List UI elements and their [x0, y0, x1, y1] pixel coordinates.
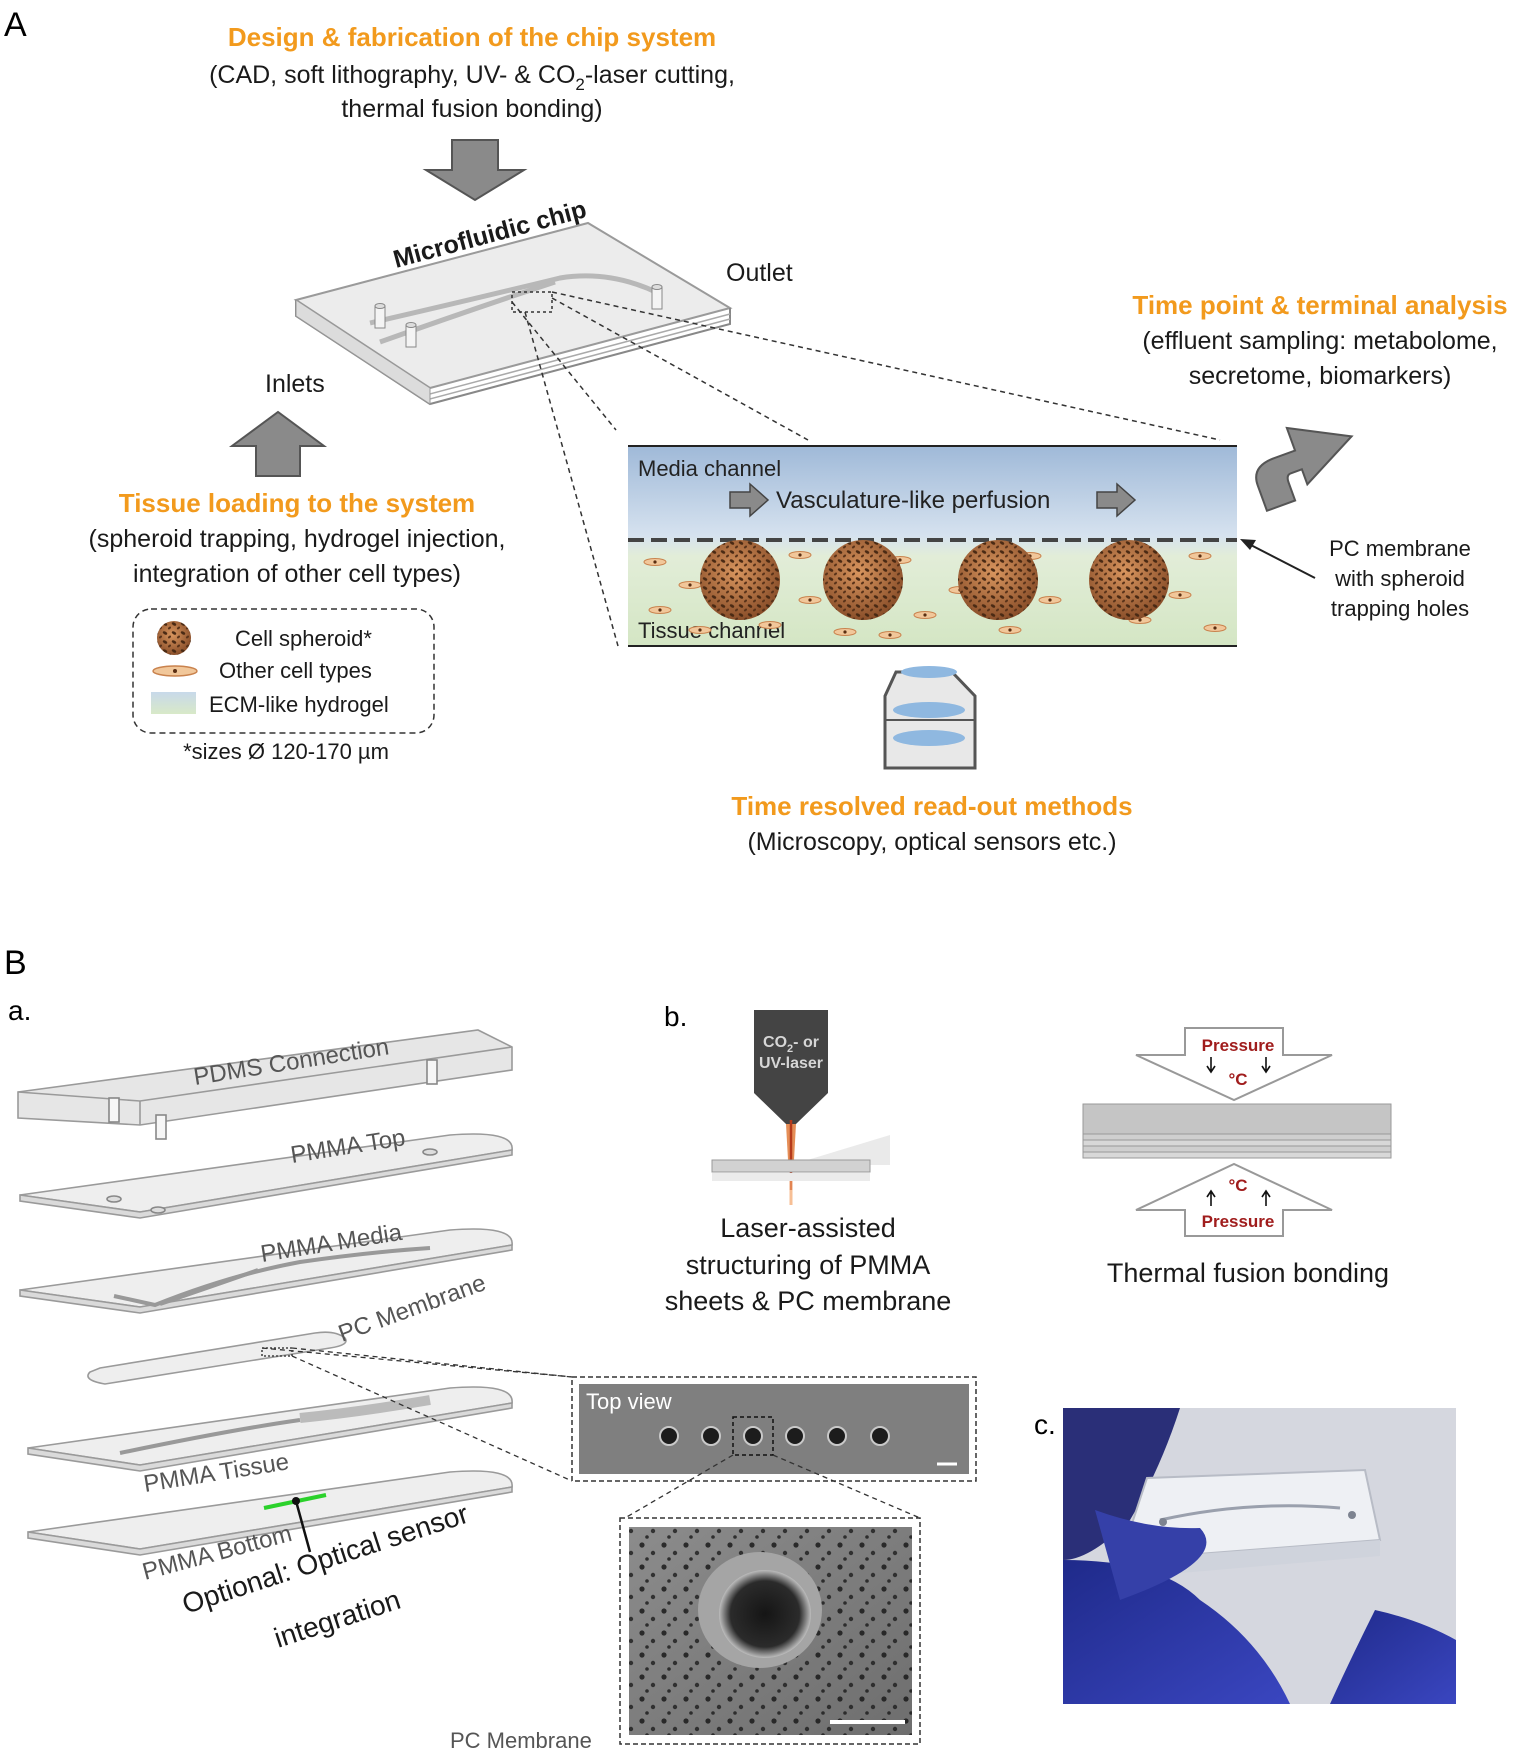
spheroid-legend-texture	[157, 621, 191, 655]
optional-note-2: integration	[270, 1584, 404, 1654]
design-line2: thermal fusion bonding)	[341, 95, 602, 123]
exploded-layers	[17, 1029, 513, 1556]
top-view-label: Top view	[586, 1389, 672, 1414]
outlet-label: Outlet	[726, 259, 793, 287]
zoom-lines	[511, 291, 1221, 647]
legend-item-cells: Other cell types	[219, 658, 372, 683]
bonding-illustration	[1082, 1027, 1392, 1237]
perfusion-arrow-left-icon	[729, 482, 770, 518]
sub-b-label: b.	[664, 1001, 687, 1032]
layer-label-pc-membrane: PC Membrane	[335, 1269, 490, 1347]
top-view-holes	[659, 1426, 890, 1446]
terminal-line2: secretome, biomarkers)	[1189, 362, 1452, 390]
sem-hole	[719, 1570, 811, 1658]
top-view-zoom-lines	[261, 1347, 573, 1482]
membrane-note-1: PC membrane	[1329, 536, 1471, 561]
laser-head-line1-pre: CO	[763, 1034, 787, 1051]
legend-item-hydrogel: ECM-like hydrogel	[209, 692, 389, 717]
panel-a-label: A	[4, 6, 27, 44]
legend-item-spheroid: Cell spheroid*	[235, 626, 372, 651]
laser-head-line1: CO2- or	[763, 1034, 819, 1055]
inlets-label: Inlets	[265, 370, 325, 398]
media-channel-label: Media channel	[638, 456, 781, 481]
curved-arrow-icon	[1255, 426, 1354, 513]
panel-b-label: B	[4, 944, 27, 982]
temp-top-label: °C	[1228, 1070, 1247, 1089]
loading-line1: (spheroid trapping, hydrogel injection,	[89, 525, 506, 553]
pressure-top-label: Pressure	[1202, 1036, 1275, 1055]
spheroids	[700, 540, 1169, 620]
legend-box	[132, 608, 435, 734]
loading-title: Tissue loading to the system	[119, 488, 475, 518]
membrane-pointer-head	[1240, 539, 1256, 550]
pressure-bottom-label: Pressure	[1202, 1212, 1275, 1231]
laser-head-line2: UV-laser	[759, 1055, 823, 1072]
design-line1-pre: (CAD, soft lithography, UV- & CO	[209, 61, 575, 89]
sub-c-label: c.	[1034, 1409, 1056, 1440]
membrane-pointer	[1244, 541, 1316, 579]
microfluidic-chip	[293, 221, 733, 406]
cell-type-legend-nucleus	[173, 669, 177, 673]
terminal-line1: (effluent sampling: metabolome,	[1142, 327, 1497, 355]
readout-title: Time resolved read-out methods	[731, 791, 1132, 821]
terminal-title: Time point & terminal analysis	[1132, 290, 1507, 320]
bonding-caption: Thermal fusion bonding	[1107, 1258, 1389, 1288]
top-view-zoom-box	[732, 1416, 774, 1456]
laser-caption-3: sheets & PC membrane	[665, 1286, 952, 1316]
down-arrow-icon	[422, 139, 528, 202]
chip-photo	[1063, 1408, 1456, 1704]
laser-head-line1-post: - or	[793, 1034, 819, 1051]
hydrogel-legend-icon	[151, 692, 196, 714]
sem-frame	[619, 1517, 921, 1745]
membrane-note-2: with spheroid	[1334, 566, 1465, 591]
perfusion-label: Vasculature-like perfusion	[776, 487, 1050, 514]
legend-footnote: *sizes Ø 120-170 µm	[183, 739, 389, 764]
sub-a-label: a.	[8, 995, 31, 1026]
perfusion-arrow-right-icon	[1096, 482, 1137, 518]
laser-caption-2: structuring of PMMA	[686, 1250, 931, 1280]
optical-sensor-pointer	[294, 1500, 312, 1553]
laser-caption-1: Laser-assisted	[720, 1213, 896, 1243]
microscope-objective-icon	[883, 666, 977, 770]
top-view-frame	[571, 1376, 977, 1482]
membrane-note-3: trapping holes	[1331, 596, 1469, 621]
tissue-channel-label: Tissue channel	[638, 618, 785, 643]
sem-zoom-lines	[624, 1454, 921, 1519]
design-line1-sub: 2	[575, 75, 584, 94]
laser-illustration	[711, 1010, 890, 1205]
temp-bottom-label: °C	[1228, 1176, 1247, 1195]
loading-line2: integration of other cell types)	[133, 560, 461, 588]
design-title: Design & fabrication of the chip system	[228, 22, 716, 52]
design-line1-post: -laser cutting,	[585, 61, 735, 89]
design-line1: (CAD, soft lithography, UV- & CO2-laser …	[209, 61, 735, 94]
sem-label: PC Membrane	[450, 1728, 592, 1753]
laser-head-line1-sub: 2	[787, 1043, 793, 1055]
top-view-image	[579, 1384, 969, 1474]
readout-line1: (Microscopy, optical sensors etc.)	[747, 828, 1116, 856]
up-arrow-icon	[228, 410, 328, 477]
